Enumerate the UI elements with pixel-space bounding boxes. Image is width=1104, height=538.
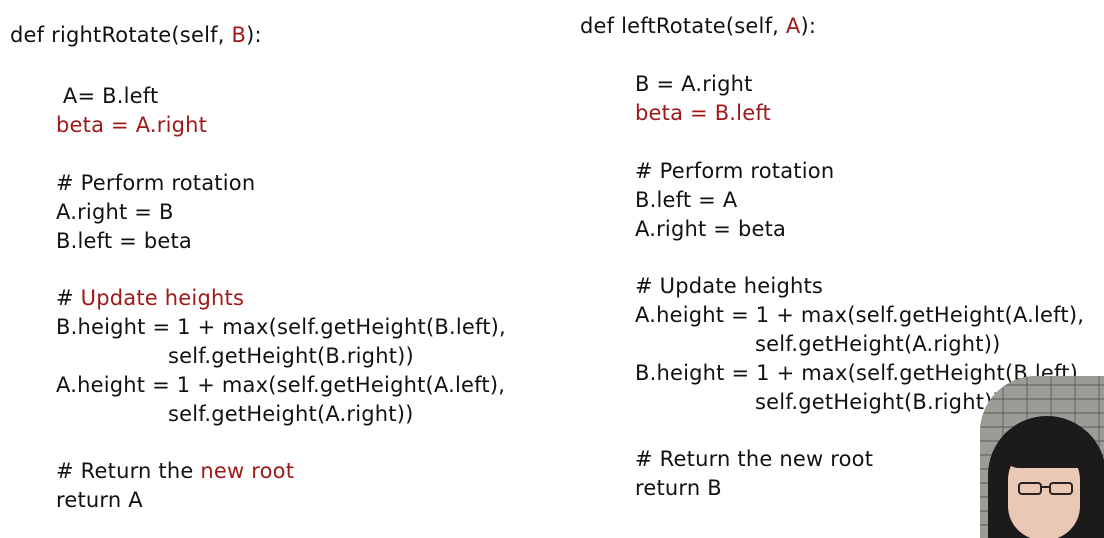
- comment-return-red: new root: [200, 459, 295, 483]
- comment-update-red: Update heights: [80, 286, 245, 310]
- code-line-b-left: B.left = beta: [56, 229, 192, 253]
- presenter-bangs: [1002, 428, 1086, 468]
- code-line-b-right: B = A.right: [635, 72, 753, 96]
- code-line-beta: beta = A.right: [56, 113, 208, 137]
- glasses-icon: [1018, 482, 1074, 496]
- right-rotate-def-line: def rightRotate(self, B):: [10, 21, 262, 50]
- code-line-b-left: B.left = A: [635, 188, 738, 212]
- code-b-height-line1: B.height = 1 + max(self.getHeight(B.left…: [56, 315, 506, 339]
- left-rotate-def-line: def leftRotate(self, A):: [580, 12, 816, 41]
- comment-hash: #: [56, 286, 81, 310]
- code-b-height-line2: self.getHeight(B.right)): [755, 390, 1001, 414]
- code-return-line: return A: [56, 488, 143, 512]
- code-a-height-line2: self.getHeight(A.right)): [755, 332, 1001, 356]
- code-a-height-line1: A.height = 1 + max(self.getHeight(A.left…: [56, 373, 506, 397]
- def-param: B: [231, 23, 247, 47]
- comment-return-new-root: # Return the new root: [635, 447, 874, 471]
- comment-update-heights: # Update heights: [635, 274, 824, 298]
- def-text: def leftRotate(self,: [580, 14, 786, 38]
- comment-return-prefix: # Return the: [56, 459, 201, 483]
- presenter-webcam: [980, 376, 1104, 538]
- def-suffix: ):: [800, 14, 817, 38]
- code-line-a-right: A.right = beta: [635, 217, 787, 241]
- code-line-beta: beta = B.left: [635, 101, 771, 125]
- comment-update-heights: # Update heights: [56, 284, 244, 313]
- def-text: def rightRotate(self,: [10, 23, 232, 47]
- comment-return-new-root: # Return the new root: [56, 457, 294, 486]
- comment-perform-rotation: # Perform rotation: [635, 159, 835, 183]
- code-a-height-line2: self.getHeight(A.right)): [168, 402, 414, 426]
- code-line-a-right: A.right = B: [56, 200, 174, 224]
- def-param: A: [785, 14, 801, 38]
- code-return-line: return B: [635, 476, 722, 500]
- comment-perform-rotation: # Perform rotation: [56, 171, 256, 195]
- code-b-height-line2: self.getHeight(B.right)): [168, 344, 414, 368]
- code-line-a-left: A= B.left: [56, 84, 159, 108]
- code-a-height-line1: A.height = 1 + max(self.getHeight(A.left…: [635, 303, 1085, 327]
- def-suffix: ):: [246, 23, 262, 47]
